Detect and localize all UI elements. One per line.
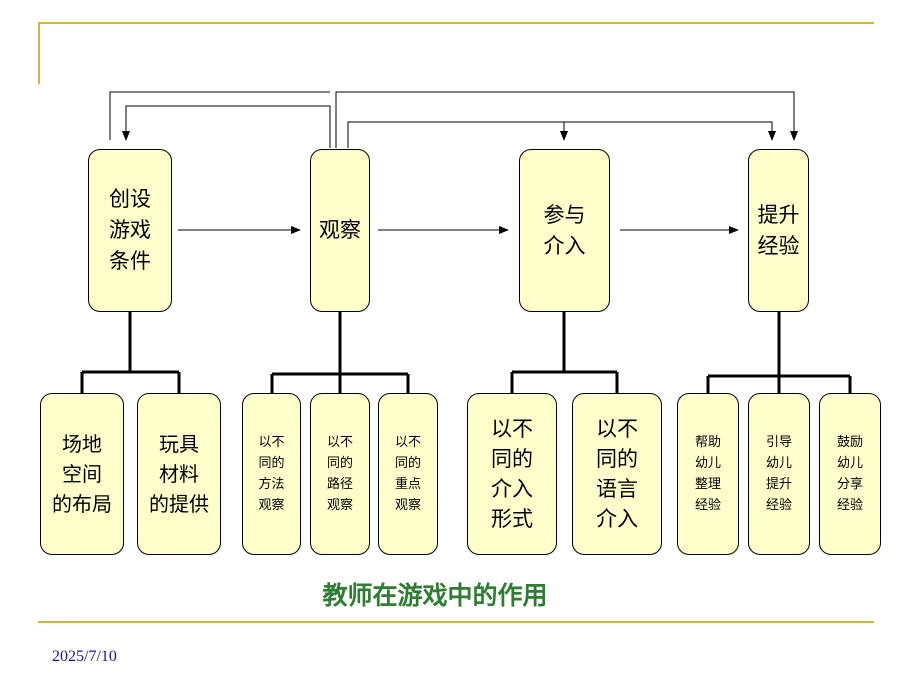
box-help-organize-label: 帮助 幼儿 整理 经验	[694, 435, 721, 513]
box-observe-label: 观察	[319, 218, 361, 242]
box-guide-improve-label: 引导 幼儿 提升 经验	[765, 435, 792, 513]
box-observe: 观察	[310, 149, 370, 312]
loop-outer	[122, 105, 331, 148]
box-toys-materials-label: 玩具 材料 的提供	[149, 432, 209, 516]
box-toys-materials: 玩具 材料 的提供	[137, 393, 221, 555]
box-participate-label: 参与 介入	[543, 202, 586, 258]
box-observe-path: 以不 同的 路径 观察	[310, 393, 370, 555]
tree-connectors	[80, 312, 852, 394]
box-help-organize: 帮助 幼儿 整理 经验	[677, 393, 739, 555]
box-observe-focus: 以不 同的 重点 观察	[378, 393, 438, 555]
box-observe-method: 以不 同的 方法 观察	[242, 393, 301, 555]
diagram-caption: 教师在游戏中的作用	[322, 581, 548, 610]
box-participation-language-label: 以不 同的 语言 介入	[596, 417, 638, 531]
box-observe-method-label: 以不 同的 方法 观察	[258, 435, 285, 513]
box-participate: 参与 介入	[519, 149, 610, 312]
box-setup-conditions: 创设 游戏 条件	[88, 149, 172, 312]
bottom-decoration-line	[38, 621, 874, 623]
box-setup-label: 创设 游戏 条件	[109, 187, 151, 273]
box-improve-experience: 提升 经验	[748, 149, 809, 312]
loop-inner	[347, 121, 568, 148]
box-participation-form-label: 以不 同的 介入 形式	[491, 417, 533, 531]
box-encourage-share: 鼓励 幼儿 分享 经验	[819, 393, 881, 555]
box-observe-focus-label: 以不 同的 重点 观察	[394, 435, 421, 513]
loop-outer-right	[335, 91, 798, 148]
box-improve-label: 提升 经验	[757, 202, 800, 258]
left-decoration-line	[38, 22, 40, 84]
slide-date: 2025/7/10	[52, 648, 117, 665]
loop-outer-left	[109, 91, 330, 140]
box-space-layout-label: 场地 空间 的布局	[52, 432, 112, 516]
loop-inner-right	[564, 121, 776, 141]
flow-arrows	[109, 91, 798, 234]
box-space-layout: 场地 空间 的布局	[40, 393, 124, 555]
box-encourage-share-label: 鼓励 幼儿 分享 经验	[836, 435, 863, 513]
top-decoration-line	[38, 22, 874, 24]
box-participation-form: 以不 同的 介入 形式	[467, 393, 557, 555]
box-guide-improve: 引导 幼儿 提升 经验	[748, 393, 810, 555]
box-observe-path-label: 以不 同的 路径 观察	[326, 435, 353, 513]
box-participation-language: 以不 同的 语言 介入	[572, 393, 662, 555]
